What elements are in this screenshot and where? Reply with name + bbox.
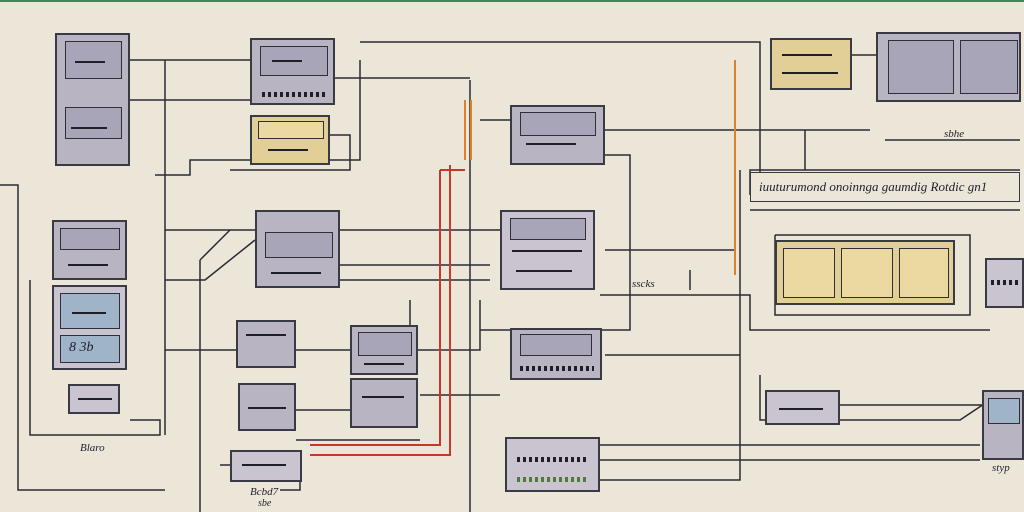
indicator-line: [242, 464, 286, 466]
router-unit[interactable]: [500, 210, 595, 290]
cabinet-panel-a: [783, 248, 835, 298]
indicator-line: [246, 334, 286, 336]
keypad-strip: [520, 366, 594, 371]
indicator-line: [516, 270, 572, 272]
workstation-unit[interactable]: [982, 390, 1024, 460]
display-panel: [520, 112, 596, 136]
keypad-strip: [262, 92, 326, 97]
label-sbhe: sbhe: [944, 128, 965, 140]
section-banner: iuuturumond onoinnga gaumdig Rotdic gn1: [750, 172, 1020, 202]
switch-unit[interactable]: [510, 105, 605, 165]
indicator-line: [68, 264, 108, 266]
port-strip: [517, 477, 589, 482]
printer-unit[interactable]: [250, 38, 335, 105]
indicator-line: [364, 363, 404, 365]
rack-edge-unit[interactable]: [985, 258, 1024, 308]
indicator-line: [75, 61, 105, 63]
note-panel: [258, 121, 324, 139]
indicator-line: [362, 396, 404, 398]
indicator-line: [782, 54, 832, 56]
keyboard-unit[interactable]: [510, 328, 602, 380]
port-strip: [517, 457, 589, 462]
cabinet-array[interactable]: [775, 240, 955, 305]
small-module-left[interactable]: [68, 384, 120, 414]
relay-module[interactable]: [765, 390, 840, 425]
label-sbe: sbe: [258, 498, 272, 509]
label-blaro: Blaro: [80, 442, 105, 454]
indicator-line: [268, 149, 308, 151]
display-panel: [358, 332, 412, 356]
patch-panel[interactable]: [505, 437, 600, 492]
cabinet-panel-c: [899, 248, 949, 298]
indicator-line: [271, 272, 321, 274]
cabinet-panel-b: [841, 248, 893, 298]
display-panel: [265, 232, 333, 258]
monitor-unit-left[interactable]: 8 3b: [52, 285, 127, 370]
storage-unit-b[interactable]: [238, 383, 296, 431]
display-panel: [65, 41, 122, 79]
indicator-line: [72, 312, 106, 314]
indicator-line: [779, 408, 823, 410]
indicator-line: [512, 250, 582, 252]
storage-unit-a[interactable]: [236, 320, 296, 368]
label-sscks: sscks: [632, 278, 655, 290]
processor-unit[interactable]: [255, 210, 340, 288]
status-panel: [65, 107, 122, 139]
banner-title: iuuturumond onoinnga gaumdig Rotdic gn1: [759, 179, 988, 194]
left-display: [888, 40, 954, 94]
indicator-line: [71, 127, 107, 129]
display-panel: [60, 228, 120, 250]
label-bcbd7: Bcbd7: [250, 486, 279, 498]
indicator-line: [248, 407, 286, 409]
ledger-module[interactable]: [770, 38, 852, 90]
screen-panel: [988, 398, 1020, 424]
port-strip: [991, 280, 1019, 285]
readout-panel: [60, 293, 120, 329]
display-panel: [510, 218, 586, 240]
server-unit-tall[interactable]: [55, 33, 130, 166]
terminal-unit-b[interactable]: [350, 378, 418, 428]
memo-module[interactable]: [250, 115, 330, 165]
indicator-line: [78, 398, 112, 400]
indicator-line: [526, 143, 576, 145]
dual-display-unit[interactable]: [876, 32, 1021, 102]
label-styp: styp: [992, 462, 1010, 474]
terminal-unit-a[interactable]: [350, 325, 418, 375]
indicator-line: [272, 60, 302, 62]
base-module[interactable]: [230, 450, 302, 482]
indicator-line: [782, 72, 838, 74]
display-panel: [520, 334, 592, 356]
panel-value: 8 3b: [69, 340, 94, 355]
value-panel: 8 3b: [60, 335, 120, 363]
right-display: [960, 40, 1018, 94]
control-unit-left[interactable]: [52, 220, 127, 280]
